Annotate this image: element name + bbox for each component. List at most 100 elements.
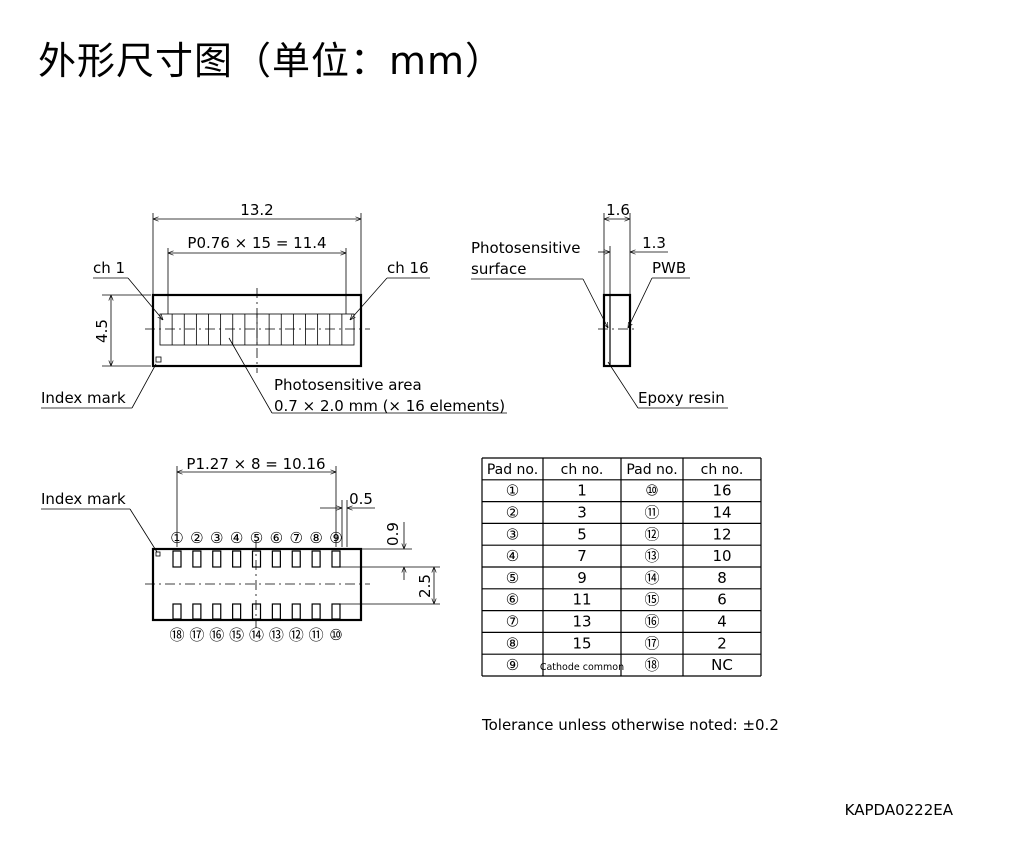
table-cell: ⑦ [506,613,519,631]
pad-top [251,550,262,568]
pad-bottom [331,603,341,620]
top-width-label: 13.2 [240,201,273,219]
table-cell: ⑨ [506,656,519,674]
table-cell: 5 [577,525,587,543]
pad-number-top: ⑧ [309,529,322,547]
table-cell: 6 [717,591,727,609]
table-cell: Cathode common [540,662,624,673]
pad-bottom [291,603,301,620]
pad-bottom [172,603,182,620]
pad-top [212,550,222,568]
pad-width-label: 0.5 [349,490,373,508]
pad-number-bottom: ⑬ [269,626,284,644]
pwb-label: PWB [652,259,686,277]
surface-label-2: surface [471,260,526,278]
pad-number-top: ⑥ [270,529,283,547]
epoxy-label: Epoxy resin [638,389,725,407]
bottom-pitch-label: P1.27 × 8 = 10.16 [186,455,325,473]
pad-number-bottom: ⑪ [309,626,324,644]
table-cell: 14 [712,504,731,522]
table-cell: ⑤ [506,569,519,587]
pad-top [192,550,202,568]
surface-label-1: Photosensitive [471,239,580,257]
pad-bottom [251,603,262,620]
table-cell: 7 [577,547,587,565]
table-cell: ⑬ [644,547,659,565]
table-cell: 16 [712,482,731,500]
table-cell: 1 [577,482,587,500]
pad-number-top: ⑤ [250,529,263,547]
bottom-view-pads: ① ⑱ ② ⑰ ③ ⑯ ④ ⑮ ⑤ ⑭ ⑥ ⑬ ⑦ ⑫ ⑧ ⑪ ⑨ ⑩ [169,529,342,644]
pad-number-bottom: ⑰ [189,626,204,644]
table-cell: ⑯ [644,613,659,631]
table-cell: 2 [717,634,727,652]
table-cell: ④ [506,547,519,565]
table-cell: ⑭ [644,569,659,587]
table-cell: 13 [572,613,591,631]
pad-top [271,550,281,568]
pad-bottom [232,603,242,620]
drawing-code: KAPDA0222EA [845,801,954,819]
table-cell: 3 [577,504,587,522]
ch16-label: ch 16 [387,259,429,277]
table-cell: ⑧ [506,634,519,652]
pad-bottom [212,603,222,620]
table-cell: ⑪ [644,504,659,522]
table-cell: ⑰ [644,634,659,652]
pad-top [291,550,301,568]
table-header: ch no. [701,462,744,478]
pad-number-top: ① [170,529,183,547]
bottom-index-mark-label: Index mark [41,490,126,508]
bottom-view: P1.27 × 8 = 10.16 0.5 ① ⑱ ② ⑰ ③ ⑯ ④ ⑮ ⑤ ⑭ ⑥ ⑬ ⑦ ⑫ ⑧ ⑪ ⑨ ⑩… [41,455,440,644]
ch1-label: ch 1 [93,259,125,277]
side-thickness-label: 1.6 [606,201,630,219]
table-cell: ② [506,504,519,522]
pad-len-label: 0.9 [384,522,402,546]
pad-number-top: ⑨ [329,529,342,547]
side-pwb-dim-label: 1.3 [642,234,666,252]
pad-number-bottom: ⑩ [329,626,342,644]
pad-number-top: ④ [230,529,243,547]
table-cell: 10 [712,547,731,565]
row-gap-label: 2.5 [416,574,434,598]
pad-number-top: ⑦ [290,529,303,547]
pad-top [331,550,341,568]
table-cell: ⑮ [644,591,659,609]
pad-number-bottom: ⑭ [249,626,264,644]
pad-number-bottom: ⑮ [229,626,244,644]
table-cell: ⑥ [506,591,519,609]
table-cell: ③ [506,525,519,543]
area-label-1: Photosensitive area [274,376,422,394]
pad-number-bottom: ⑯ [209,626,224,644]
table-cell: ⑩ [645,482,658,500]
index-mark-label: Index mark [41,389,126,407]
table-cell: ① [506,482,519,500]
table-header: Pad no. [487,462,538,478]
page-title: 外形尺寸图（单位：mm） [38,39,505,83]
table-cell: 4 [717,613,727,631]
index-mark-square [155,356,162,363]
pad-number-top: ② [190,529,203,547]
table-cell: 8 [717,569,727,587]
top-view: 13.2 P0.76 × 15 = 11.4 4.5 ch 1 ch 16 In… [41,201,507,415]
area-label-2: 0.7 × 2.0 mm (× 16 elements) [274,397,505,415]
pad-number-bottom: ⑱ [169,626,184,644]
pad-number-bottom: ⑫ [289,626,304,644]
pad-top [232,550,242,568]
tolerance-note: Tolerance unless otherwise noted: ±0.2 [481,716,779,734]
table-header: Pad no. [626,462,677,478]
pad-bottom [271,603,281,620]
pad-number-top: ③ [210,529,223,547]
top-pitch-label: P0.76 × 15 = 11.4 [187,234,326,252]
table-header: ch no. [561,462,604,478]
top-height-label: 4.5 [93,319,111,343]
table-cell: NC [711,656,733,674]
pad-bottom [192,603,202,620]
side-view: 1.6 1.3 Photosensitive surface PWB Epoxy… [471,201,728,409]
table-cell: 15 [572,634,591,652]
table-cell: 12 [712,525,731,543]
table-cell: ⑫ [644,525,659,543]
pad-top [172,550,182,568]
table-cell: 11 [572,591,591,609]
